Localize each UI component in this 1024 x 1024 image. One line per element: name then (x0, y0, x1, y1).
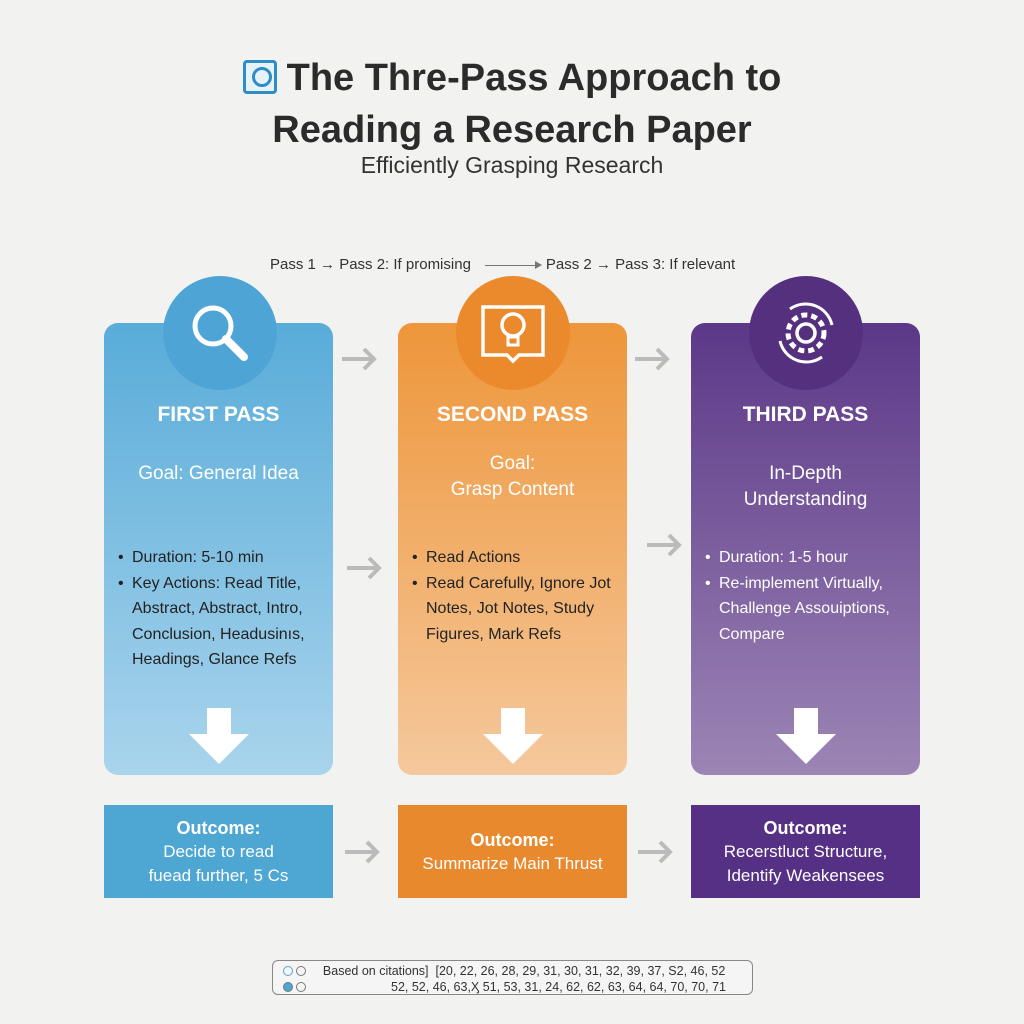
outcome-line: Identify Weakensees (726, 865, 885, 885)
list-item: Read Carefully, Ignore Jot Notes, Jot No… (412, 571, 619, 648)
goal-line: Grasp Content (450, 479, 575, 500)
card-list: Duration: 1-5 hourRe-implement Virtually… (705, 545, 912, 647)
outcome-line: Decide to read (163, 841, 274, 861)
outcome-line: Summarize Main Thrust (422, 853, 603, 873)
arrow-right-icon (647, 533, 682, 557)
card-goal: Goal: Grasp Content (398, 451, 627, 503)
outcome-line: Recerstluct Structure, (723, 841, 888, 861)
info-icon (283, 982, 293, 992)
citations-label: Based on citations] (322, 964, 429, 978)
arrow-right-icon (638, 840, 673, 864)
list-item: Duration: 5-10 min (118, 545, 325, 571)
flow-legend: Pass 1 → Pass 2: If promising Pass 2 → Pa… (270, 256, 735, 273)
outcome-label: Outcome: (470, 829, 555, 850)
arrow-right-icon (345, 840, 380, 864)
arrow-down-icon (776, 708, 836, 764)
outcome-label: Outcome: (176, 817, 261, 838)
outcome-label: Outcome: (763, 817, 848, 838)
card-goal: Goal: General Idea (104, 461, 333, 487)
badge-icon (296, 982, 306, 992)
subtitle: Efficiently Grasping Research (360, 152, 664, 178)
card-heading: SECOND PASS (436, 403, 589, 426)
page-title: The Thre-Pass Approach to Reading a Rese… (0, 52, 1024, 156)
flow-step-1: Pass 1 → Pass 2: If promising (270, 256, 471, 273)
arrow-down-icon (189, 708, 249, 764)
goal-line: Goal: General Idea (138, 463, 299, 484)
card-list: Read ActionsRead Carefully, Ignore Jot N… (412, 545, 619, 647)
outcome-line: fuead further, 5 Cs (148, 865, 289, 885)
citations-line-1: [20, 22, 26, 28, 29, 31, 30, 31, 32, 39,… (435, 964, 726, 978)
goal-line: Goal: (489, 453, 536, 474)
arrow-right-icon (635, 347, 670, 371)
arrow-right-icon (484, 260, 542, 269)
list-item: Re-implement Virtually, Challenge Assoui… (705, 571, 912, 648)
arrow-right-icon (342, 347, 377, 371)
card-list: Duration: 5-10 minKey Actions: Read Titl… (118, 545, 325, 673)
first-pass-outcome: Outcome: Decide to read fuead further, 5 C… (104, 805, 333, 898)
title-line-2: Reading a Research Paper (272, 109, 752, 151)
flow-step-2: Pass 2 → Pass 3: If relevant (545, 256, 736, 273)
lightbulb-book-icon (456, 276, 570, 390)
magnifier-icon (163, 276, 277, 390)
second-pass-outcome: Outcome: Summarize Main Thrust (398, 805, 627, 898)
goal-line: Understanding (743, 489, 868, 510)
info-icon (283, 966, 293, 976)
gear-cycle-icon (749, 276, 863, 390)
title-line-1: The Thre-Pass Approach to (286, 57, 782, 99)
list-item: Key Actions: Read Title, Abstract, Abstr… (118, 571, 325, 673)
second-pass-card: SECOND PASS Goal: Grasp Content Read Acti… (398, 323, 627, 775)
first-pass-card: FIRST PASS Goal: General Idea Duration: … (104, 323, 333, 775)
badge-icon (296, 966, 306, 976)
card-heading: THIRD PASS (742, 403, 869, 426)
arrow-down-icon (483, 708, 543, 764)
citations-box: Based on citations] [20, 22, 26, 28, 29,… (272, 960, 753, 995)
list-item: Duration: 1-5 hour (705, 545, 912, 571)
citations-line-2: 52, 52, 46, 63,Ӽ 51, 53, 31, 24, 62, 62,… (391, 980, 726, 994)
goal-line: In-Depth (769, 463, 842, 484)
third-pass-outcome: Outcome: Recerstluct Structure, Identify W… (691, 805, 920, 898)
arrow-right-icon (347, 556, 382, 580)
book-search-icon (242, 60, 277, 94)
card-heading: FIRST PASS (157, 403, 280, 426)
list-item: Read Actions (412, 545, 619, 571)
